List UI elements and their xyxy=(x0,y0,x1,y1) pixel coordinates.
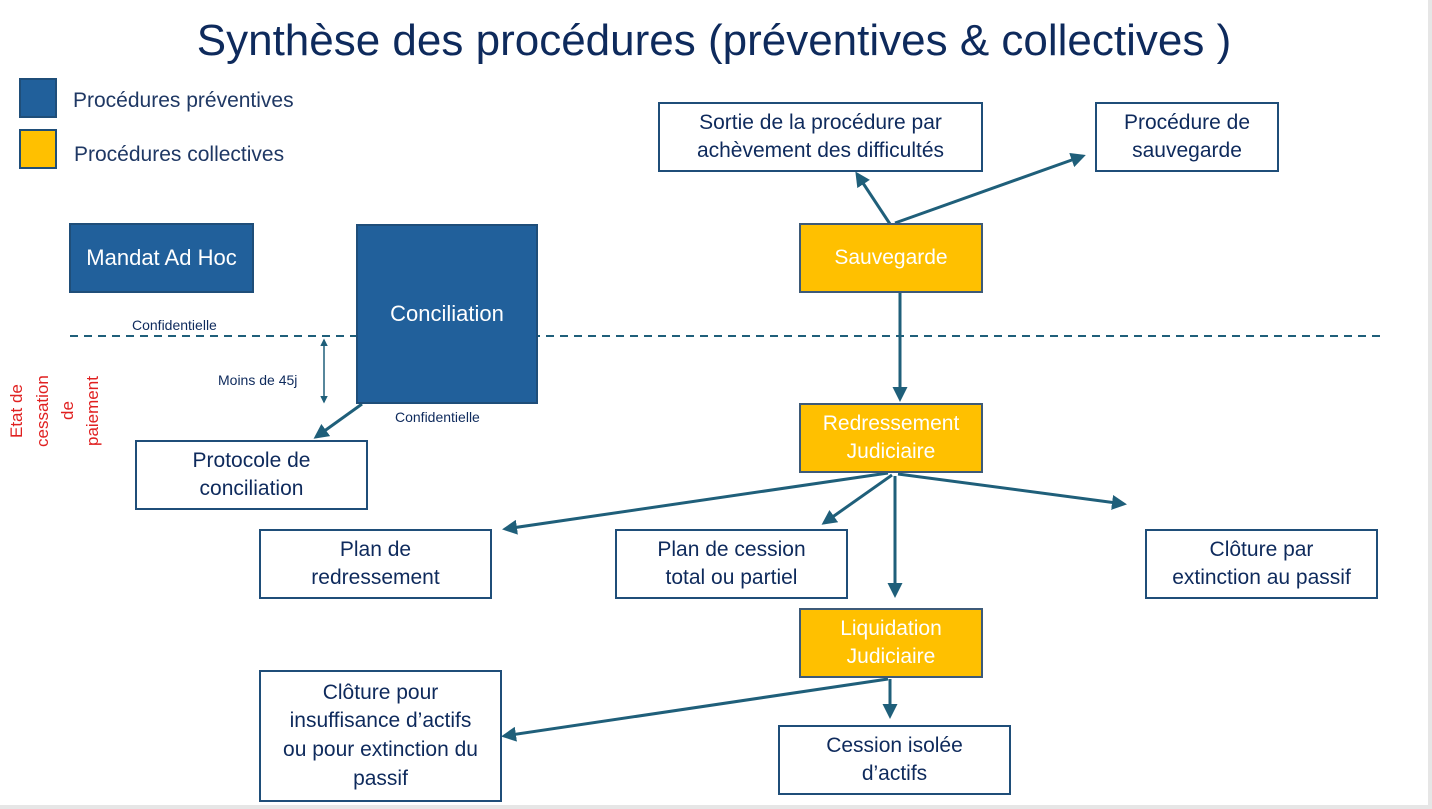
node-redressement-judiciaire: Redressement Judiciaire xyxy=(799,403,983,473)
arrow-liquidation-to-cloture-insuffisance xyxy=(501,677,889,742)
arrow-conciliation-to-protocole xyxy=(313,402,363,439)
node-liquidation-judiciaire-label: Liquidation Judiciaire xyxy=(840,617,942,668)
node-procedure-sauvegarde: Procédure de sauvegarde xyxy=(1095,102,1279,172)
node-cession-isolee-label: Cession isolée d’actifs xyxy=(826,734,963,785)
node-cloture-insuffisance-label: Clôture pour insuffisance d’actifs ou po… xyxy=(283,680,478,790)
arrow-sauvegarde-to-sortie xyxy=(855,171,892,225)
node-cloture-insuffisance: Clôture pour insuffisance d’actifs ou po… xyxy=(259,670,502,802)
state-label-line: de xyxy=(58,401,77,421)
state-label-line: paiement xyxy=(83,376,102,446)
node-redressement-judiciaire-label: Redressement Judiciaire xyxy=(822,412,960,463)
node-conciliation-label: Conciliation xyxy=(390,301,504,327)
delay-label: Moins de 45j xyxy=(218,372,298,388)
node-plan-redressement-label: Plan de redressement xyxy=(311,538,440,589)
node-mandat-ad-hoc-label: Mandat Ad Hoc xyxy=(86,245,237,271)
state-label-line: cessation xyxy=(33,375,52,447)
node-plan-cession: Plan de cession total ou partiel xyxy=(615,529,848,599)
arrow-sauvegarde-to-proc-sauvegarde xyxy=(894,152,1086,225)
legend-label-preventive: Procédures préventives xyxy=(73,89,294,112)
node-protocole-conciliation: Protocole de conciliation xyxy=(135,440,368,510)
node-protocole-conciliation-label: Protocole de conciliation xyxy=(192,449,311,500)
node-sortie-procedure: Sortie de la procédure par achèvement de… xyxy=(658,102,983,172)
legend-swatch-collective xyxy=(19,129,57,169)
node-plan-redressement: Plan de redressement xyxy=(259,529,492,599)
page-title: Synthèse des procédures (préventives & c… xyxy=(196,16,1232,65)
node-mandat-ad-hoc: Mandat Ad Hoc xyxy=(69,223,254,293)
node-liquidation-judiciaire: Liquidation Judiciaire xyxy=(799,608,983,678)
legend-label-collective: Procédures collectives xyxy=(74,143,285,166)
node-conciliation: Conciliation xyxy=(356,224,538,404)
arrow-redressement-to-plan-redressement xyxy=(502,471,889,535)
node-cession-isolee: Cession isolée d’actifs xyxy=(778,725,1011,795)
node-sortie-procedure-label: Sortie de la procédure par achèvement de… xyxy=(696,111,945,162)
node-cloture-extinction-label: Clôture par extinction au passif xyxy=(1172,538,1351,589)
node-cloture-extinction: Clôture par extinction au passif xyxy=(1145,529,1378,599)
node-sauvegarde: Sauvegarde xyxy=(799,223,983,293)
node-procedure-sauvegarde-label: Procédure de sauvegarde xyxy=(1123,111,1251,162)
node-sauvegarde-label: Sauvegarde xyxy=(834,246,948,270)
legend-swatch-preventive xyxy=(19,78,57,118)
arrow-redressement-to-cloture-extinction xyxy=(897,472,1127,510)
node-plan-cession-label: Plan de cession total ou partiel xyxy=(657,538,806,589)
state-label-line: Etat de xyxy=(7,384,26,438)
confidential-label-conciliation: Confidentielle xyxy=(395,409,480,425)
arrow-redressement-to-plan-cession xyxy=(821,473,893,525)
confidential-label-mandat: Confidentielle xyxy=(132,317,217,333)
